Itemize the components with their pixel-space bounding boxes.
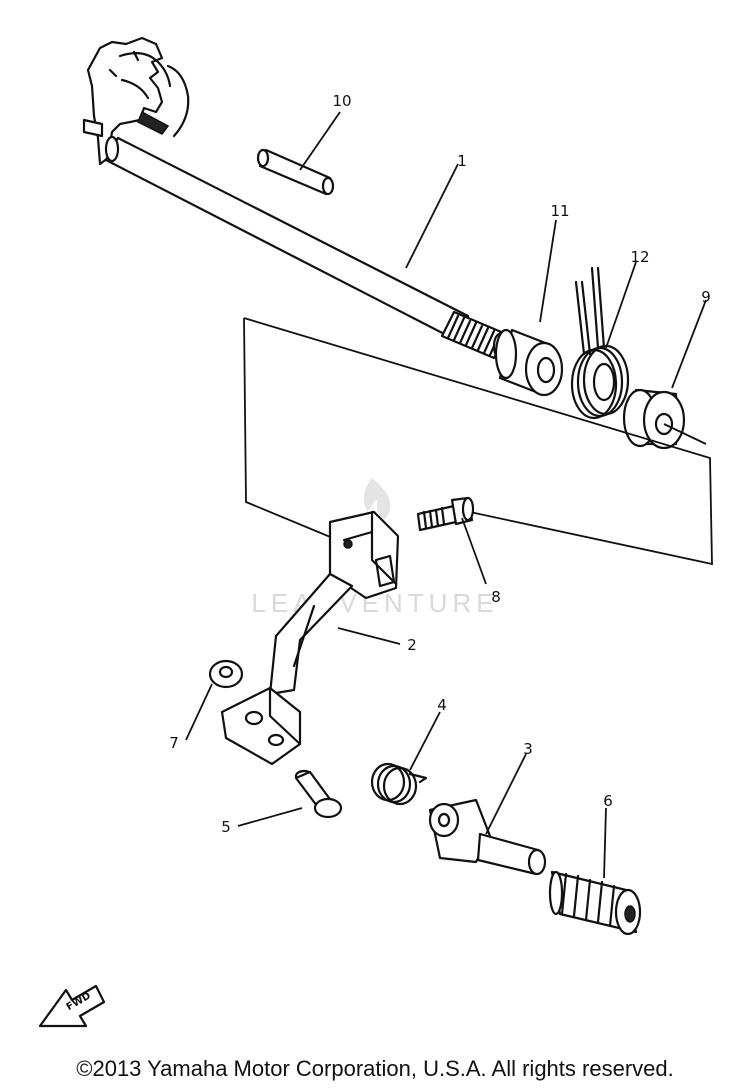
callout-2: 2 <box>407 636 417 654</box>
torsion-spring <box>370 762 428 806</box>
callout-12: 12 <box>630 248 649 266</box>
washer <box>208 659 244 689</box>
callout-8: 8 <box>491 588 501 606</box>
dowel-pin <box>256 148 335 196</box>
copyright-text: ©2013 Yamaha Motor Corporation, U.S.A. A… <box>76 1056 674 1081</box>
callout-4: 4 <box>437 696 447 714</box>
pedal-rubber <box>548 870 642 936</box>
callout-5: 5 <box>221 818 231 836</box>
callouts: 10 1 11 12 9 8 2 7 5 4 3 6 <box>169 92 711 836</box>
callout-10: 10 <box>332 92 351 110</box>
callout-11: 11 <box>550 202 569 220</box>
leader-lines <box>185 111 707 879</box>
assembly-outline <box>243 317 713 566</box>
callout-3: 3 <box>523 740 533 758</box>
oil-seal <box>622 388 686 450</box>
callout-9: 9 <box>701 288 711 306</box>
shift-shaft <box>82 36 508 360</box>
shift-pedal-pivot <box>428 798 547 876</box>
fwd-arrow-icon: FWD <box>38 984 106 1028</box>
callout-1: 1 <box>457 152 467 170</box>
shift-lever-arm <box>220 510 400 766</box>
pin <box>294 769 343 819</box>
bolt <box>416 496 475 532</box>
return-spring <box>570 266 630 420</box>
collar <box>494 328 564 397</box>
callout-6: 6 <box>603 792 613 810</box>
callout-7: 7 <box>169 734 179 752</box>
